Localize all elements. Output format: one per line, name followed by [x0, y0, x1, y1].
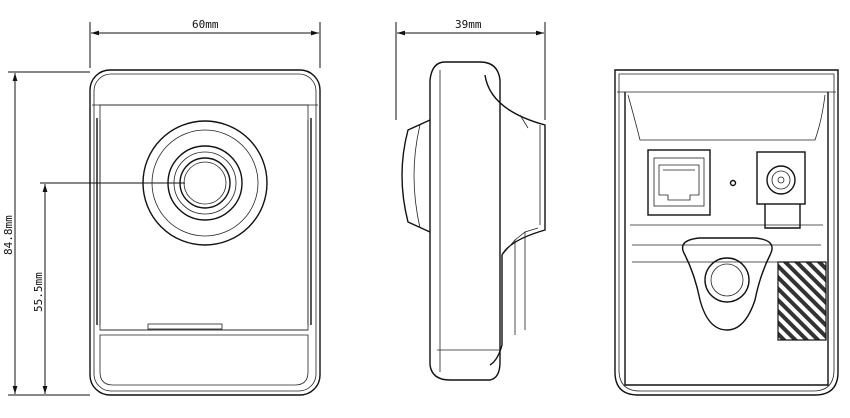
depth-label: 39mm — [455, 18, 482, 31]
dimension-width: 60mm — [89, 18, 321, 68]
width-label: 60mm — [192, 18, 219, 31]
label-area — [777, 261, 827, 341]
dimension-lens-height: 55.5mm — [32, 182, 185, 394]
back-view — [614, 69, 839, 396]
lens-height-label: 55.5mm — [32, 272, 45, 312]
power-jack — [756, 151, 806, 229]
front-view — [89, 69, 321, 396]
lens — [142, 120, 268, 246]
side-view — [401, 61, 546, 381]
ethernet-port — [647, 149, 711, 216]
led-indicator — [729, 179, 737, 187]
height-label: 84.8mm — [2, 215, 15, 255]
mount-hole — [681, 237, 773, 331]
dimension-height: 84.8mm — [2, 71, 90, 396]
dimension-depth: 39mm — [395, 18, 546, 120]
